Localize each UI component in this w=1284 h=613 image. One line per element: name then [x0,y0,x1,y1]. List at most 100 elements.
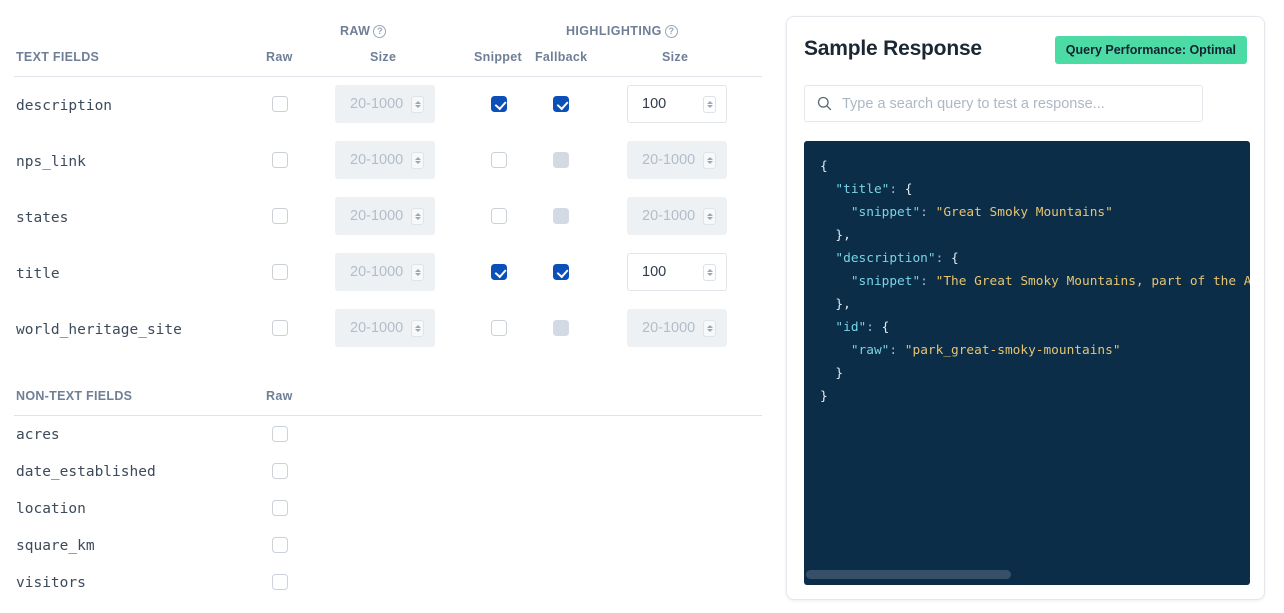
code-token-punc: { [943,251,959,266]
raw-size-input-title: 20-1000 [335,253,435,291]
group-header-raw-label: RAW [340,24,371,38]
raw-checkbox-acres[interactable] [272,426,288,442]
code-line: } [804,385,1250,408]
highlight-size-input-nps_link-value: 20-1000 [642,152,696,168]
code-token-colon: : [889,182,898,197]
code-token-punc: { [873,320,890,335]
code-token-punc: }, [820,297,851,312]
code-line: "description": { [804,247,1250,270]
code-token-punc [820,251,835,266]
search-field[interactable] [804,85,1203,122]
raw-checkbox-states[interactable] [272,208,288,224]
raw-checkbox-date_established[interactable] [272,463,288,479]
column-header-raw: Raw [266,50,293,64]
code-token-key: "title" [835,182,890,197]
column-header-fallback: Fallback [535,50,588,64]
json-response-content: { "title": { "snippet": "Great Smoky Mou… [804,155,1250,408]
non-text-field-name: visitors [16,575,86,591]
highlight-size-input-world_heritage_site-stepper [703,319,716,337]
code-line: }, [804,293,1250,316]
code-line: "raw": "park_great-smoky-mountains" [804,339,1250,362]
snippet-checkbox-title[interactable] [491,264,507,280]
code-line: "snippet": "The Great Smoky Mountains, p… [804,270,1250,293]
horizontal-scrollbar[interactable] [804,570,1250,579]
fallback-checkbox-description[interactable] [553,96,569,112]
horizontal-scrollbar-thumb[interactable] [806,570,1011,579]
column-header-snippet: Snippet [474,50,522,64]
code-token-str: "park_great-smoky-mountains" [904,343,1121,358]
code-token-punc [820,320,835,335]
raw-size-input-states-value: 20-1000 [350,208,404,224]
column-header-non-text-raw: Raw [266,389,293,403]
code-token-key: "snippet" [850,205,921,220]
group-header-raw: RAW ? [340,24,387,38]
sample-response-panel: Sample Response Query Performance: Optim… [786,16,1265,600]
column-header-highlight-size: Size [662,50,689,64]
code-token-colon: : [935,251,944,266]
code-line: { [804,155,1250,178]
raw-size-input-states-stepper [411,207,424,225]
text-field-name: world_heritage_site [16,322,182,338]
group-header-row: RAW ? HIGHLIGHTING ? [0,24,762,44]
fallback-checkbox-title[interactable] [553,264,569,280]
non-text-field-name: acres [16,427,60,443]
text-fields-divider [14,76,762,77]
code-line: "title": { [804,178,1250,201]
code-line: "id": { [804,316,1250,339]
highlight-size-input-nps_link: 20-1000 [627,141,727,179]
snippet-checkbox-nps_link[interactable] [491,152,507,168]
code-token-punc [928,205,936,220]
raw-checkbox-location[interactable] [272,500,288,516]
help-icon-raw[interactable]: ? [373,24,387,38]
code-token-punc [820,205,851,220]
non-text-field-name: date_established [16,464,156,480]
text-field-name: states [16,210,69,226]
raw-size-input-nps_link-value: 20-1000 [350,152,404,168]
raw-size-input-nps_link: 20-1000 [335,141,435,179]
code-token-key: "snippet" [850,274,921,289]
code-token-punc [820,182,835,197]
code-token-punc [897,343,905,358]
highlight-size-input-title-stepper[interactable] [703,263,716,281]
snippet-checkbox-states[interactable] [491,208,507,224]
fallback-checkbox-states [553,208,569,224]
column-header-text-fields: TEXT FIELDS [16,50,100,64]
raw-checkbox-visitors[interactable] [272,574,288,590]
highlight-size-input-title[interactable]: 100 [627,253,727,291]
snippet-checkbox-description[interactable] [491,96,507,112]
code-token-punc: } [820,366,844,381]
code-token-colon: : [920,205,928,220]
code-token-punc: { [897,182,913,197]
raw-checkbox-description[interactable] [272,96,288,112]
raw-checkbox-title[interactable] [272,264,288,280]
code-token-punc: { [820,159,828,174]
highlight-size-input-world_heritage_site-value: 20-1000 [642,320,696,336]
raw-size-input-description-stepper [411,95,424,113]
snippet-checkbox-world_heritage_site[interactable] [491,320,507,336]
highlight-size-input-description[interactable]: 100 [627,85,727,123]
raw-size-input-nps_link-stepper [411,151,424,169]
non-text-field-name: square_km [16,538,95,554]
json-response-code-block[interactable]: { "title": { "snippet": "Great Smoky Mou… [804,141,1250,585]
highlight-size-input-world_heritage_site: 20-1000 [627,309,727,347]
code-line: } [804,362,1250,385]
code-token-str: "Great Smoky Mountains" [935,205,1113,220]
raw-size-input-world_heritage_site: 20-1000 [335,309,435,347]
raw-checkbox-world_heritage_site[interactable] [272,320,288,336]
highlight-size-input-description-stepper[interactable] [703,95,716,113]
raw-checkbox-nps_link[interactable] [272,152,288,168]
text-field-name: title [16,266,60,282]
search-icon [817,96,832,111]
search-input[interactable] [842,95,1202,112]
code-token-colon: : [866,320,874,335]
text-field-name: description [16,98,113,114]
raw-checkbox-square_km[interactable] [272,537,288,553]
code-token-str: "The Great Smoky Mountains, part of the … [935,274,1250,289]
code-token-punc: }, [820,228,851,243]
code-line: }, [804,224,1250,247]
raw-size-input-title-stepper [411,263,424,281]
help-icon-highlighting[interactable]: ? [664,24,678,38]
raw-size-input-description-value: 20-1000 [350,96,404,112]
highlight-size-input-states-value: 20-1000 [642,208,696,224]
